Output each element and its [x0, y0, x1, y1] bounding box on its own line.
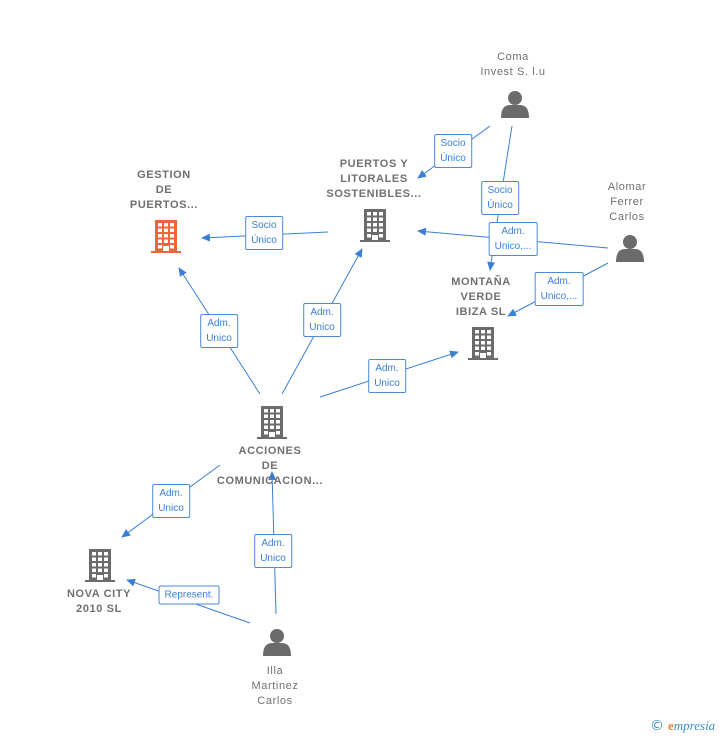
node-label-line: LITORALES	[340, 173, 408, 185]
edge-label-line: Único	[440, 153, 466, 164]
node-label-line: Illa	[266, 665, 284, 677]
empresia-logo[interactable]: ©empresia	[650, 718, 716, 734]
person-icon-alomar[interactable]	[616, 235, 644, 262]
company-icon-montana[interactable]	[468, 327, 498, 360]
edge-label-acciones-to-montana[interactable]: Adm. Unico	[368, 359, 406, 393]
edge-label-line: Adm.	[547, 276, 571, 287]
company-icon-acciones[interactable]	[257, 406, 287, 439]
edge-label-alomar-to-puertos[interactable]: Adm. Unico,...	[488, 222, 538, 256]
edge-label-line: Adm.	[207, 318, 231, 329]
edge-label-alomar-to-montana[interactable]: Adm. Unico,...	[534, 272, 584, 306]
node-label-nova[interactable]: NOVA CITY 2010 SL	[67, 587, 131, 617]
company-icon-nova[interactable]	[85, 549, 115, 582]
edge-label-line: Adm.	[501, 226, 525, 237]
edge-label-line: Único	[487, 200, 513, 211]
edge-label-line: Unico,...	[494, 241, 532, 252]
edge-label-line: Adm.	[261, 538, 285, 549]
edge-label-line: Unico	[260, 553, 286, 564]
node-label-line: IBIZA SL	[455, 306, 507, 318]
node-label-acciones[interactable]: ACCIONES DE COMUNICACION...	[217, 444, 323, 489]
node-label-gestion[interactable]: GESTION DE PUERTOS...	[130, 168, 198, 213]
node-label-line: Ferrer	[610, 196, 644, 208]
node-label-line: Carlos	[257, 695, 293, 707]
edge-label-acciones-to-nova[interactable]: Adm. Unico	[152, 484, 190, 518]
person-icon-illa[interactable]	[263, 629, 291, 656]
node-label-line: NOVA CITY	[66, 588, 132, 600]
node-label-line: ACCIONES	[238, 445, 302, 457]
company-icon-gestion[interactable]	[151, 220, 181, 253]
edge-label-line: Adm.	[310, 307, 334, 318]
edge-label-line: Socio	[440, 138, 466, 149]
edge-label-line: Único	[251, 235, 277, 246]
edge-label-line: Unico	[206, 333, 232, 344]
edge-label-line: Socio	[487, 185, 513, 196]
edge-label-line: Adm.	[375, 363, 399, 374]
company-icon-puertos[interactable]	[360, 209, 390, 242]
node-label-puertos[interactable]: PUERTOS Y LITORALES SOSTENIBLES...	[326, 157, 421, 202]
edge-label-line: Represent.	[164, 589, 214, 601]
edge-label-illa-to-acciones[interactable]: Adm. Unico	[254, 534, 292, 568]
node-label-line: Alomar	[607, 181, 647, 193]
node-label-line: Martinez	[251, 680, 299, 692]
edge-label-line: Unico,...	[540, 291, 578, 302]
node-label-line: VERDE	[460, 291, 502, 303]
node-label-line: Coma	[497, 51, 529, 63]
node-label-montana[interactable]: MONTAÑA VERDE IBIZA SL	[451, 275, 511, 320]
node-label-line: MONTAÑA	[451, 276, 511, 288]
edge-label-line: Adm.	[159, 488, 183, 499]
node-label-line: SOSTENIBLES...	[326, 188, 422, 200]
node-label-line: PUERTOS Y	[339, 158, 409, 170]
node-label-line: COMUNICACION...	[216, 475, 324, 487]
person-icon-coma[interactable]	[501, 91, 529, 118]
edge-label-illa-to-nova[interactable]: Represent.	[158, 585, 220, 605]
edge-label-acciones-to-gestion[interactable]: Adm. Unico	[200, 314, 238, 348]
edge-label-line: Unico	[309, 322, 335, 333]
edge-label-line: Unico	[374, 378, 400, 389]
node-label-line: DE	[155, 184, 173, 196]
node-label-line: DE	[261, 460, 279, 472]
node-label-line: Invest S. l.u	[480, 66, 546, 78]
edge-label-line: Unico	[158, 503, 184, 514]
edge-label-acciones-to-puertos[interactable]: Adm. Unico	[303, 303, 341, 337]
node-label-line: PUERTOS...	[129, 199, 199, 211]
edge-label-line: Socio	[251, 220, 277, 231]
node-label-line: 2010 SL	[76, 603, 122, 615]
node-label-line: GESTION	[137, 169, 191, 181]
node-label-line: Carlos	[609, 211, 645, 223]
